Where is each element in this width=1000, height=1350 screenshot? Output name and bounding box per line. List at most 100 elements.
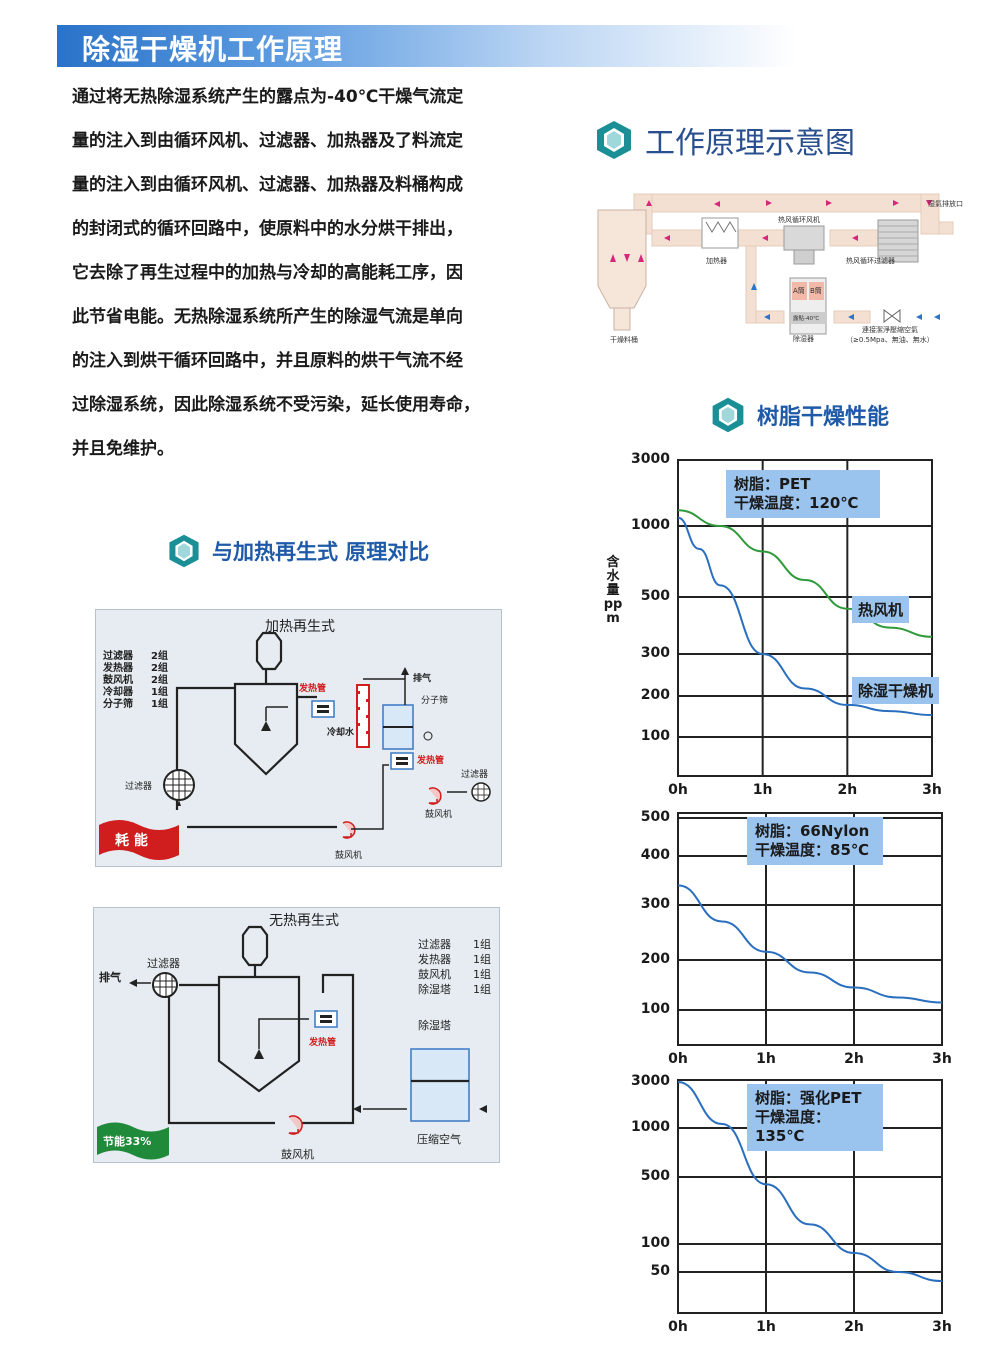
label-dewpoint: 露點-40℃ (793, 314, 819, 322)
page-title: 除湿干燥机工作原理 (82, 33, 344, 66)
label-hopper: 干燥料桶 (610, 335, 638, 344)
legend-line: 树脂：66Nylon (755, 822, 870, 840)
hopper-shape (597, 209, 647, 331)
label-tower: 除湿塔 (418, 1018, 451, 1032)
label-exhaust: 湿氣排放口 (928, 199, 963, 208)
item-count: 1组 (473, 952, 491, 966)
x-tick-label: 0h (668, 1319, 688, 1335)
item-count: 1组 (151, 685, 168, 698)
item-count: 1组 (473, 937, 491, 951)
item-count: 2组 (151, 673, 168, 686)
label-dehumidifier: 除湿器 (793, 334, 814, 343)
item-name: 除湿塔 (418, 982, 451, 996)
x-tick-label: 0h (668, 1051, 688, 1067)
box-title: 无热再生式 (269, 913, 339, 929)
y-axis-label: 含水量ppm (603, 555, 623, 626)
item-name: 冷却器 (103, 685, 134, 698)
chart-legend-box: 树脂：强化PET 干燥温度：135℃ (747, 1084, 883, 1151)
y-tick-label: 500 (640, 588, 670, 604)
legend-line: 干燥温度：120℃ (734, 494, 859, 512)
item-name: 发热器 (418, 952, 451, 966)
item-count: 1组 (473, 982, 491, 996)
y-tick-label: 100 (640, 728, 670, 744)
y-tick-label: 3000 (631, 451, 670, 467)
x-tick-label: 2h (837, 782, 858, 798)
series-line-1-0 (677, 884, 943, 1004)
label-heat-tube: 发热管 (308, 1036, 336, 1048)
series-label-hot-air: 热风机 (852, 596, 910, 623)
y-tick-label: 100 (640, 1001, 670, 1017)
series-line-0-0 (677, 509, 933, 638)
legend-line: 干燥温度：135℃ (755, 1108, 831, 1145)
y-tick-label: 400 (640, 847, 670, 863)
y-tick-label: 200 (640, 687, 670, 703)
label-blower: 鼓风机 (425, 808, 452, 820)
section-title: 树脂干燥性能 (757, 405, 890, 430)
y-tick-label: 3000 (631, 1073, 670, 1089)
y-tick-label: 1000 (631, 517, 670, 533)
intro-line: 量的注入到由循环风机、过滤器、加热器及了料流定 (72, 131, 463, 151)
heatless-regeneration-diagram: 无热再生式 过滤器 发热器 鼓风机 除湿塔 1组 1组 1组 1组 过滤器 排气… (93, 907, 500, 1163)
intro-line: 过除湿系统，因此除湿系统不受污染，延长使用寿命， (72, 395, 480, 415)
section-heading-principle: 工作原理示意图 (593, 118, 855, 162)
y-tick-label: 300 (640, 896, 670, 912)
hexagon-icon (597, 121, 631, 159)
x-tick-label: 3h (922, 782, 942, 798)
x-tick-label: 3h (932, 1319, 952, 1335)
heated-regeneration-diagram: 加热再生式 过滤器 发热器 鼓风机 冷却器 分子筛 2组 2组 2组 1组 1组 (95, 609, 502, 867)
label-energy: 耗 能 (115, 832, 148, 849)
chart-legend-box: 树脂：66Nylon 干燥温度：85℃ (747, 817, 883, 865)
y-tick-label: 100 (640, 1235, 670, 1251)
intro-line: 通过将无热除湿系统产生的露点为-40℃干燥气流定 (72, 87, 464, 107)
filter-stack (877, 219, 919, 263)
label-exhaust: 排气 (413, 672, 431, 684)
label-cooling-water: 冷却水 (327, 726, 355, 738)
label-air-in-2: （≥0.5Mpa、無油、無水） (846, 335, 934, 344)
label-filter: 过滤器 (461, 768, 488, 780)
label-heat-tube: 发热管 (416, 754, 444, 766)
intro-line: 的封闭式的循环回路中，使原料中的水分烘干排出， (72, 219, 463, 239)
y-tick-label: 500 (640, 1168, 670, 1184)
x-tick-label: 0h (668, 782, 688, 798)
working-principle-diagram: 干燥料桶 加热器 热风循环风机 热风循环过滤器 湿氣排放口 除湿器 A筒 B筒 … (597, 193, 963, 344)
y-tick-label: 200 (640, 951, 670, 967)
label-compressed-air: 压缩空气 (417, 1132, 461, 1146)
intro-line: 它去除了再生过程中的加热与冷却的高能耗工序，因 (72, 263, 463, 283)
section-title: 工作原理示意图 (645, 126, 855, 161)
y-tick-label: 300 (640, 645, 670, 661)
label-hot-filter: 热风循环过滤器 (846, 256, 895, 265)
label-heat-tube: 发热管 (298, 682, 326, 694)
title-banner (57, 25, 797, 67)
x-tick-label: 3h (932, 1051, 952, 1067)
label-air-in-1: 連接潔淨壓縮空氣 (862, 325, 918, 334)
item-name: 过滤器 (418, 938, 451, 951)
item-count: 1组 (473, 967, 491, 981)
intro-line: 此节省电能。无热除湿系统所产生的除湿气流是单向 (72, 307, 463, 327)
intro-line: 量的注入到由循环风机、过滤器、加热器及料桶构成 (72, 175, 463, 195)
x-tick-label: 2h (844, 1319, 864, 1335)
section-title: 与加热再生式 原理对比 (212, 540, 430, 564)
label-saving: 节能33% (103, 1134, 151, 1148)
intro-line: 的注入到烘干循环回路中，并且原料的烘干气流不经 (72, 351, 463, 371)
series-line-0-1 (677, 516, 933, 717)
hexagon-icon (712, 397, 744, 433)
item-count: 2组 (151, 661, 168, 674)
label-exhaust: 排气 (99, 970, 121, 984)
item-name: 分子筛 (103, 697, 133, 710)
section-heading-compare: 与加热再生式 原理对比 (166, 533, 429, 569)
hexagon-icon (169, 534, 199, 568)
label-heater: 加热器 (706, 256, 727, 265)
series-label-dehumidifier: 除湿干燥机 (852, 677, 940, 704)
label-hot-blower: 热风循环风机 (778, 215, 820, 224)
chart-frame (677, 812, 943, 1046)
label-sieve: 分子筛 (421, 694, 448, 706)
legend-line: 干燥温度：85℃ (755, 841, 870, 859)
y-tick-label: 50 (650, 1263, 670, 1279)
item-name: 鼓风机 (418, 967, 451, 981)
item-name: 发热器 (102, 661, 134, 674)
label-filter: 过滤器 (125, 780, 152, 792)
label-tower-a: A筒 (793, 286, 805, 295)
